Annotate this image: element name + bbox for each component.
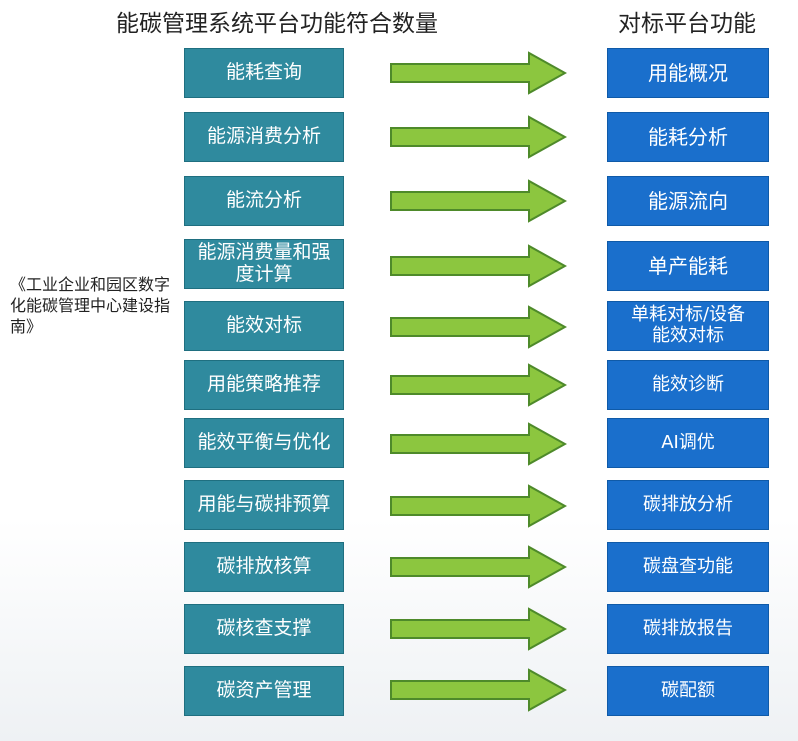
right-box-3: 能源流向 xyxy=(607,176,769,226)
left-box-2: 能源消费分析 xyxy=(184,112,344,162)
left-box-6: 用能策略推荐 xyxy=(184,360,344,410)
right-box-7: AI调优 xyxy=(607,418,769,468)
arrow-icon xyxy=(390,545,567,589)
arrow-icon xyxy=(390,422,567,466)
left-box-9: 碳排放核算 xyxy=(184,542,344,592)
left-box-3: 能流分析 xyxy=(184,176,344,226)
right-box-1: 用能概况 xyxy=(607,48,769,98)
right-box-9: 碳盘查功能 xyxy=(607,542,769,592)
left-box-4: 能源消费量和强度计算 xyxy=(184,239,344,289)
left-box-1: 能耗查询 xyxy=(184,48,344,98)
right-column-title: 对标平台功能 xyxy=(618,11,756,37)
arrow-icon xyxy=(390,363,567,407)
right-box-5: 单耗对标/设备能效对标 xyxy=(607,301,769,351)
arrow-icon xyxy=(390,244,567,288)
left-box-5: 能效对标 xyxy=(184,301,344,351)
left-box-11: 碳资产管理 xyxy=(184,666,344,716)
arrow-icon xyxy=(390,305,567,349)
right-box-10: 碳排放报告 xyxy=(607,604,769,654)
arrow-icon xyxy=(390,179,567,223)
arrow-icon xyxy=(390,668,567,712)
arrow-icon xyxy=(390,607,567,651)
arrow-icon xyxy=(390,51,567,95)
left-box-7: 能效平衡与优化 xyxy=(184,418,344,468)
arrow-icon xyxy=(390,115,567,159)
arrow-icon xyxy=(390,484,567,528)
left-box-10: 碳核查支撑 xyxy=(184,604,344,654)
left-column-title: 能碳管理系统平台功能符合数量 xyxy=(116,11,438,37)
right-box-2: 能耗分析 xyxy=(607,112,769,162)
right-box-4: 单产能耗 xyxy=(607,241,769,291)
right-box-8: 碳排放分析 xyxy=(607,480,769,530)
right-box-11: 碳配额 xyxy=(607,666,769,716)
guideline-source-note: 《工业企业和园区数字化能碳管理中心建设指南》 xyxy=(10,275,171,336)
right-box-6: 能效诊断 xyxy=(607,360,769,410)
left-box-8: 用能与碳排预算 xyxy=(184,480,344,530)
